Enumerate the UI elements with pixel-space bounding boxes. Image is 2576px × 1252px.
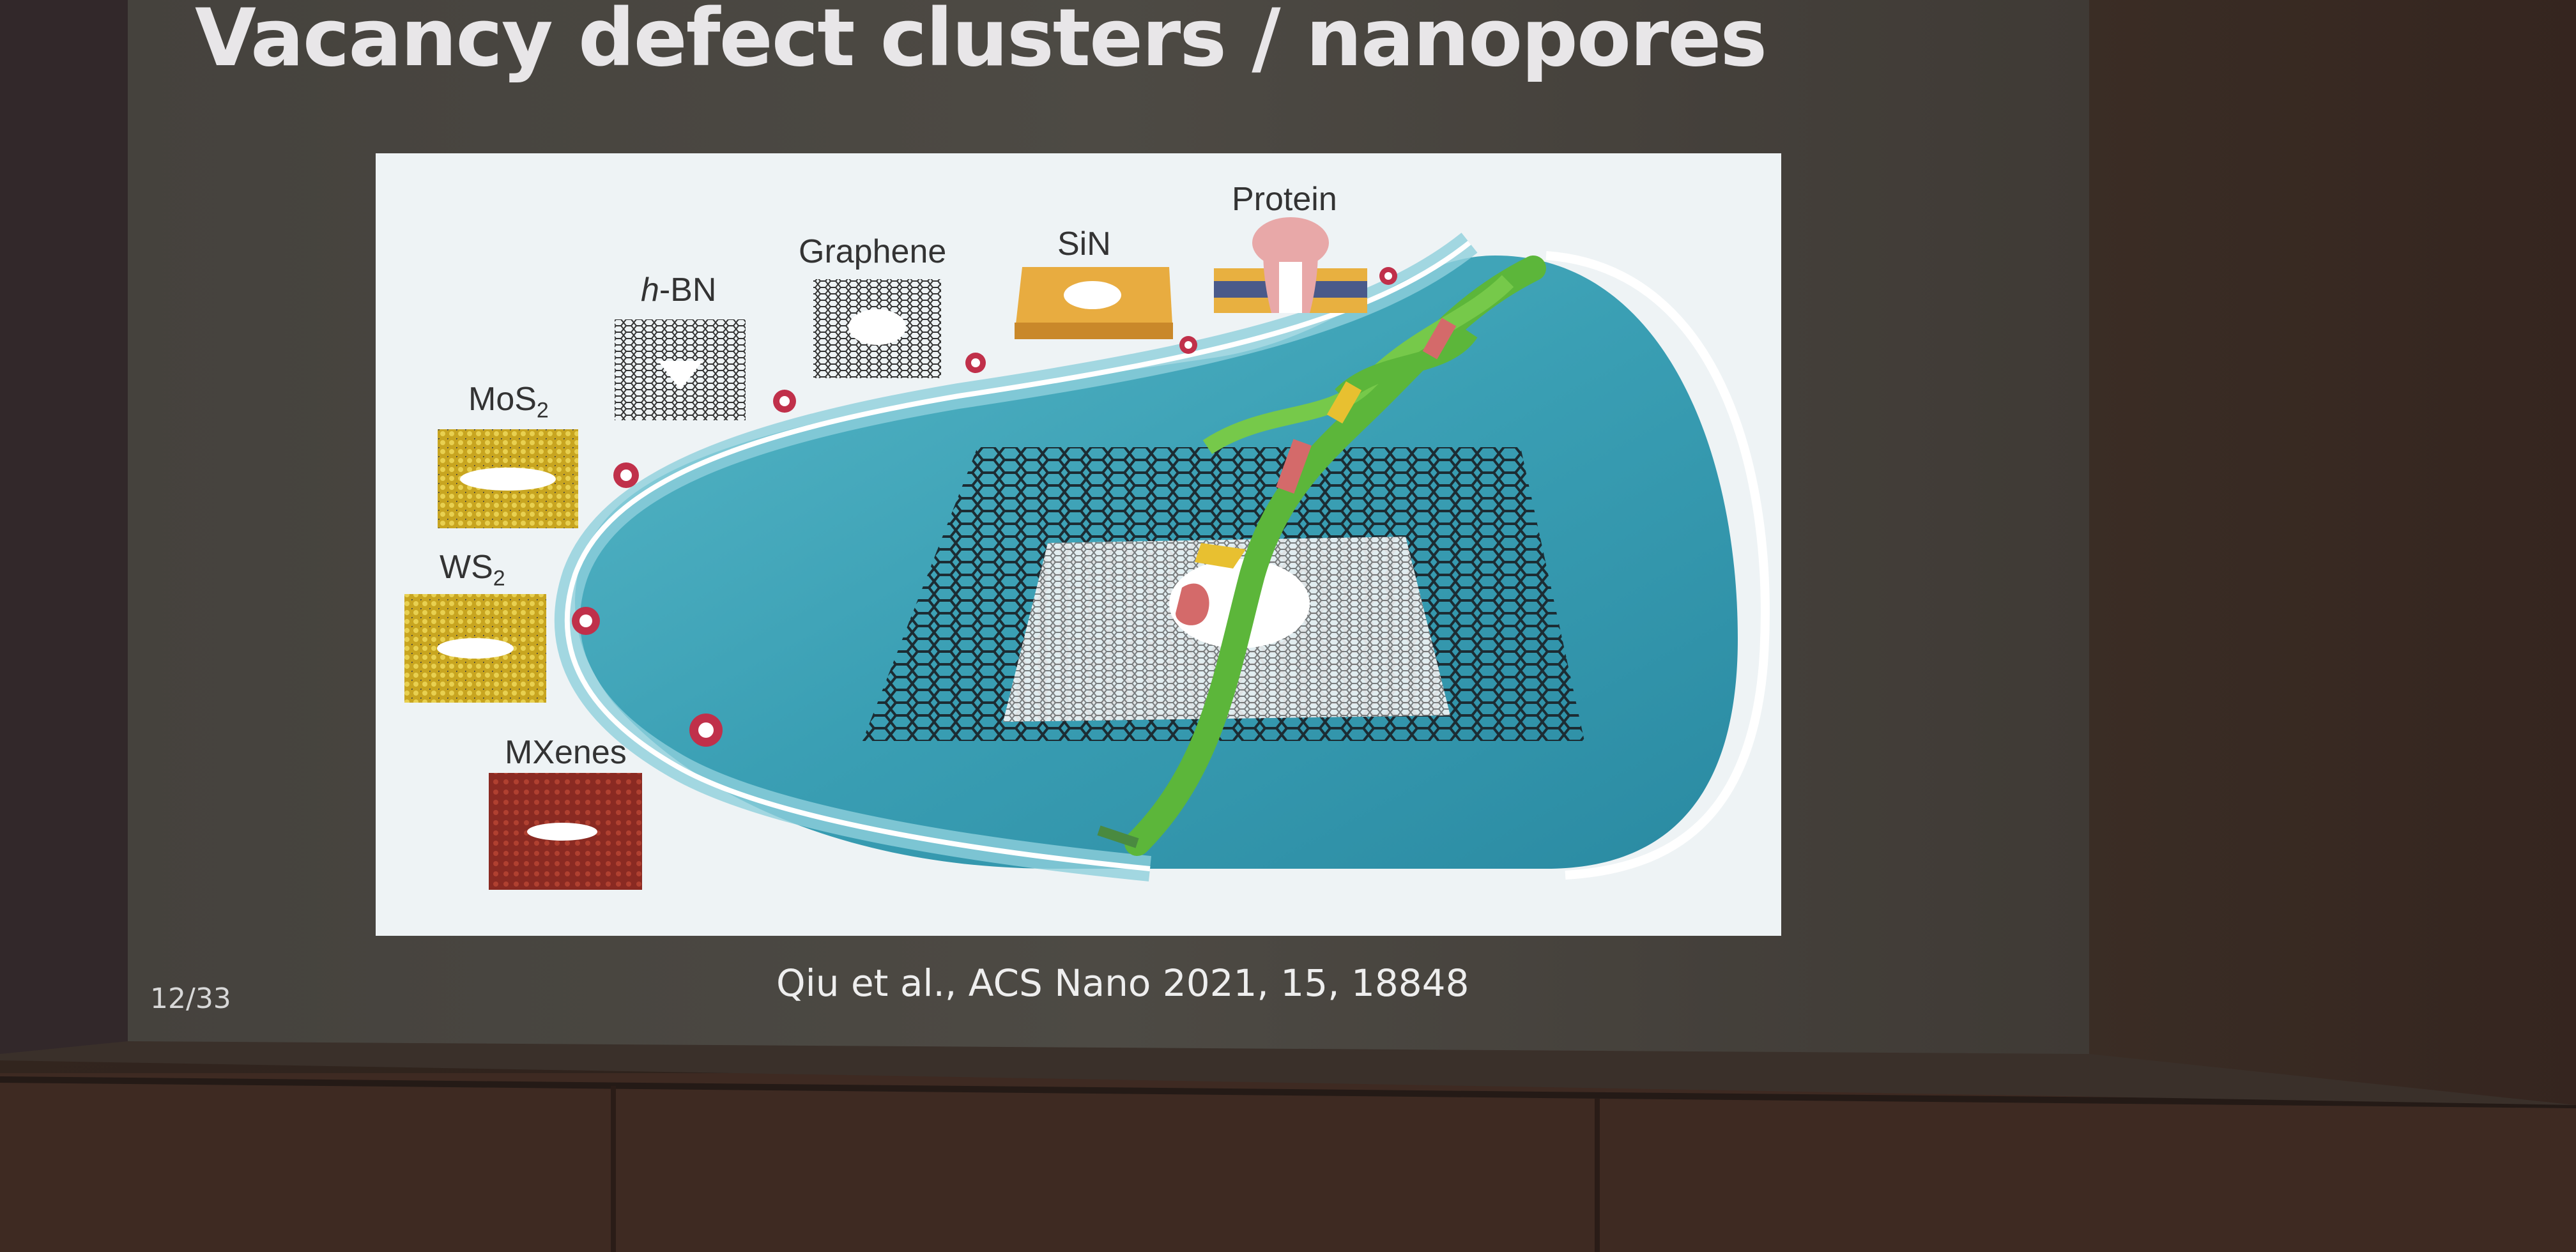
label-hbn: h-BN (641, 271, 717, 309)
label-graphene: Graphene (799, 233, 947, 270)
label-ws2: WS2 (440, 549, 505, 591)
label-sin: SiN (1057, 225, 1111, 263)
figure-citation: Qiu et al., ACS Nano 2021, 15, 18848 (776, 961, 1469, 1005)
label-mxenes: MXenes (505, 734, 627, 771)
label-protein: Protein (1232, 181, 1337, 218)
label-mos2: MoS2 (468, 381, 549, 423)
slide-title: Vacancy defect clusters / nanopores (195, 0, 1767, 84)
slide-page-number: 12/33 (150, 982, 231, 1015)
